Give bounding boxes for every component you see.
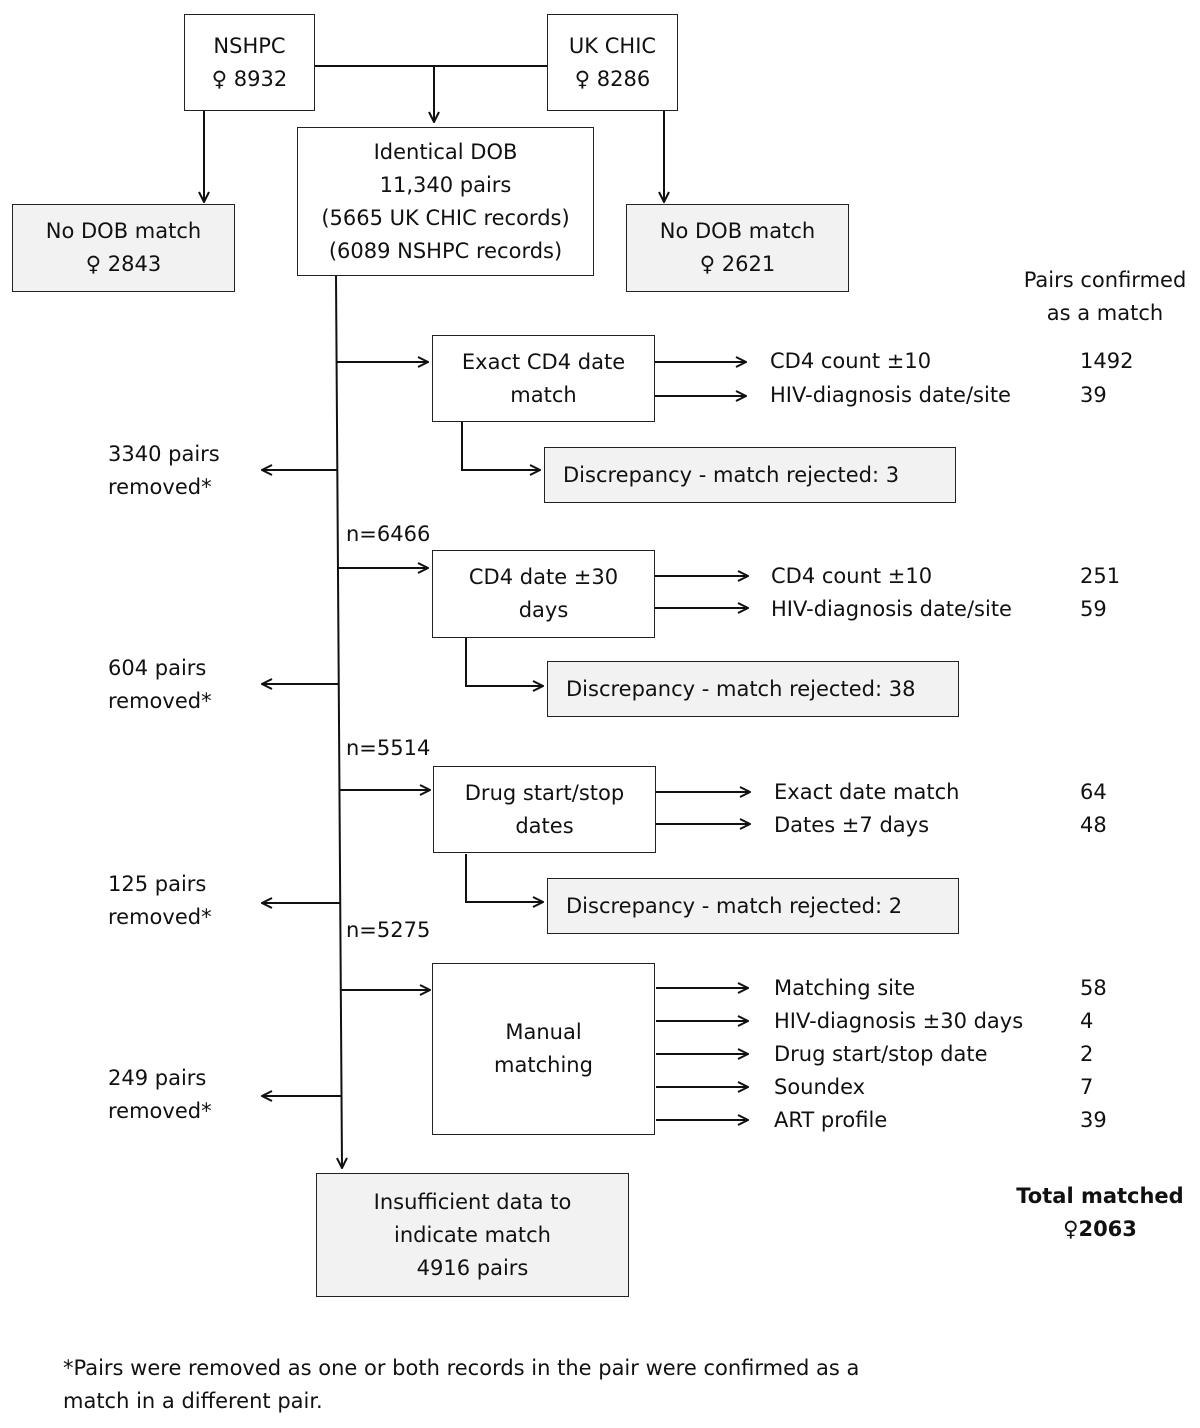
- total-matched-label: Total matched: [1016, 1184, 1184, 1208]
- ukchic-count: ♀ 8286: [574, 66, 651, 91]
- stage-drug-dates-box: Drug start/stop dates: [433, 766, 656, 853]
- discrepancy-text: Discrepancy - match rejected: 38: [566, 676, 916, 701]
- footnote: *Pairs were removed as one or both recor…: [63, 1352, 859, 1418]
- pairs-confirmed-line2: as a match: [1046, 301, 1164, 325]
- removed-count: 604 pairs: [108, 656, 207, 680]
- removed-text: removed*: [108, 1099, 212, 1123]
- no-dob-match-left-count: ♀ 2843: [85, 252, 162, 276]
- outcome-value: 39: [1080, 383, 1107, 407]
- outcome-value: 39: [1080, 1108, 1107, 1132]
- outcome-value: 64: [1080, 780, 1107, 804]
- ukchic-box: UK CHIC ♀ 8286: [547, 14, 678, 111]
- no-dob-match-right-label: No DOB match: [659, 219, 816, 243]
- outcome-label: Dates ±7 days: [774, 813, 930, 837]
- stage-drug-dates-line1: Drug start/stop: [464, 780, 625, 805]
- removed-count: 249 pairs: [108, 1066, 207, 1090]
- total-matched-count: ♀2063: [1063, 1217, 1137, 1241]
- outcome-value: 48: [1080, 813, 1107, 837]
- pairs-confirmed-line1: Pairs confirmed: [1023, 268, 1187, 292]
- removed-text: removed*: [108, 905, 212, 929]
- identical-dob-ukchic-records: (5665 UK CHIC records): [321, 205, 570, 230]
- discrepancy-text: Discrepancy - match rejected: 2: [566, 893, 903, 918]
- insufficient-data-box: Insufficient data to indicate match 4916…: [316, 1173, 629, 1297]
- outcome-value: 2: [1080, 1042, 1094, 1066]
- discrepancy-box: Discrepancy - match rejected: 3: [544, 447, 956, 503]
- footnote-line2: match in a different pair.: [63, 1389, 323, 1413]
- removed-text: removed*: [108, 689, 212, 713]
- identical-dob-box: Identical DOB 11,340 pairs (5665 UK CHIC…: [297, 127, 594, 276]
- n-label: n=5514: [346, 736, 431, 760]
- no-dob-match-right-count: ♀ 2621: [699, 252, 776, 276]
- outcome-value: 59: [1080, 597, 1107, 621]
- insufficient-count: 4916 pairs: [416, 1255, 529, 1280]
- outcome-label: CD4 count ±10: [770, 349, 932, 373]
- outcome-label: CD4 count ±10: [771, 564, 933, 588]
- stage-cd4-30-days-line2: days: [518, 598, 569, 622]
- discrepancy-box: Discrepancy - match rejected: 38: [547, 661, 959, 717]
- outcome-label: Drug start/stop date: [774, 1042, 988, 1066]
- pairs-confirmed-header: Pairs confirmed as a match: [1010, 264, 1200, 330]
- stage-drug-dates-line2: dates: [515, 813, 574, 838]
- n-label: n=6466: [346, 522, 431, 546]
- stage-manual-matching-line1: Manual: [505, 1020, 582, 1044]
- removed-text: removed*: [108, 475, 212, 499]
- outcome-value: 251: [1080, 564, 1121, 588]
- n-label: n=5275: [346, 918, 431, 942]
- total-matched: Total matched ♀2063: [1010, 1180, 1190, 1246]
- discrepancy-box: Discrepancy - match rejected: 2: [547, 878, 959, 934]
- removed-label: 604 pairs removed*: [108, 652, 212, 718]
- outcome-label: HIV-diagnosis date/site: [770, 383, 1011, 407]
- ukchic-name: UK CHIC: [568, 33, 657, 58]
- outcome-label: ART profile: [774, 1108, 888, 1132]
- outcome-label: HIV-diagnosis ±30 days: [774, 1009, 1024, 1033]
- removed-count: 3340 pairs: [108, 442, 220, 466]
- outcome-label: HIV-diagnosis date/site: [771, 597, 1012, 621]
- stage-manual-matching-line2: matching: [494, 1053, 593, 1077]
- stage-manual-matching-box: Manual matching: [432, 963, 655, 1135]
- stage-exact-cd4-box: Exact CD4 date match: [432, 335, 655, 422]
- outcome-label: Exact date match: [774, 780, 960, 804]
- footnote-line1: *Pairs were removed as one or both recor…: [63, 1356, 860, 1380]
- nshpc-name: NSHPC: [213, 33, 286, 58]
- stage-cd4-30-days-box: CD4 date ±30 days: [432, 550, 655, 638]
- stage-cd4-30-days-line1: CD4 date ±30: [468, 565, 619, 589]
- outcome-label: Soundex: [774, 1075, 866, 1099]
- insufficient-line1: Insufficient data to: [373, 1189, 572, 1214]
- removed-label: 125 pairs removed*: [108, 868, 212, 934]
- stage-exact-cd4-line1: Exact CD4 date: [461, 349, 626, 374]
- no-dob-match-left-label: No DOB match: [45, 219, 202, 243]
- removed-label: 3340 pairs removed*: [108, 438, 220, 504]
- stage-exact-cd4-line2: match: [510, 382, 577, 407]
- identical-dob-title: Identical DOB: [373, 139, 518, 164]
- insufficient-line2: indicate match: [394, 1222, 551, 1247]
- no-dob-match-right-box: No DOB match ♀ 2621: [626, 204, 849, 292]
- outcome-label: Matching site: [774, 976, 916, 1000]
- removed-label: 249 pairs removed*: [108, 1062, 212, 1128]
- identical-dob-nshpc-records: (6089 NSHPC records): [328, 238, 563, 263]
- outcome-value: 58: [1080, 976, 1107, 1000]
- outcome-value: 4: [1080, 1009, 1094, 1033]
- nshpc-count: ♀ 8932: [211, 66, 288, 91]
- removed-count: 125 pairs: [108, 872, 207, 896]
- outcome-value: 1492: [1080, 349, 1134, 373]
- discrepancy-text: Discrepancy - match rejected: 3: [563, 462, 900, 487]
- no-dob-match-left-box: No DOB match ♀ 2843: [12, 204, 235, 292]
- nshpc-box: NSHPC ♀ 8932: [184, 14, 315, 111]
- identical-dob-pairs: 11,340 pairs: [379, 172, 512, 197]
- outcome-value: 7: [1080, 1075, 1094, 1099]
